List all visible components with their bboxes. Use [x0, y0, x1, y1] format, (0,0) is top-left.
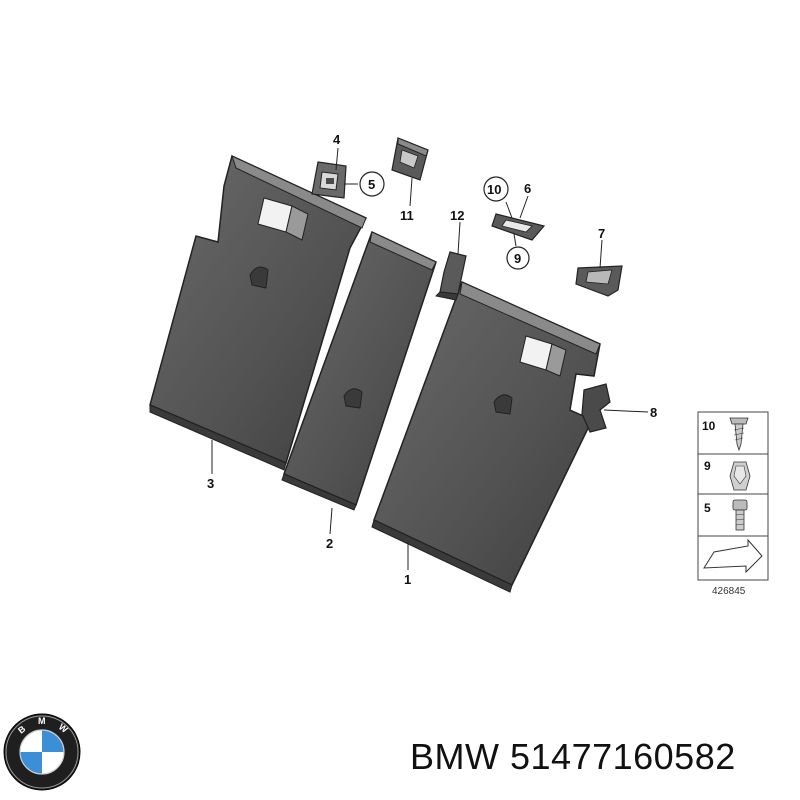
screw-icon: [729, 417, 749, 452]
part-1-right-panel: [371, 280, 601, 593]
diagram-reference-number: 426845: [712, 586, 746, 597]
part-4-bracket: [311, 161, 347, 199]
direction-arrow-icon: [703, 538, 763, 574]
callout-5-circle: [359, 171, 385, 197]
callout-5: 5: [368, 177, 375, 192]
callout-12: 12: [450, 208, 464, 223]
callout-2: 2: [326, 536, 333, 551]
part-8-end-cap: [581, 383, 611, 433]
callout-4: 4: [333, 132, 341, 147]
callout-9: 9: [514, 251, 521, 266]
legend-item-5: 5: [704, 501, 711, 515]
callout-7: 7: [598, 226, 605, 241]
svg-text:B: B: [16, 723, 28, 735]
legend-item-10: 10: [702, 419, 716, 433]
callout-10-circle: [483, 176, 509, 202]
callout-1: 1: [404, 572, 411, 587]
legend-item-9: 9: [704, 459, 711, 473]
bolt-icon: [732, 499, 748, 531]
part-7-handle-cover: [575, 265, 623, 297]
svg-text:M: M: [38, 716, 46, 726]
callout-10: 10: [487, 182, 501, 197]
part-number: 51477160582: [510, 736, 736, 777]
part-3-left-panel: [149, 154, 368, 471]
fastener-legend: 10 9 5 426845: [697, 411, 769, 597]
callout-11: 11: [400, 208, 414, 223]
clip-nut-icon: [729, 461, 751, 491]
part-caption: BMW 51477160582: [410, 736, 736, 778]
part-12-latch: [434, 251, 467, 301]
callout-9-circle: [506, 246, 530, 270]
callout-3: 3: [207, 476, 214, 491]
leader-lines: [211, 147, 649, 570]
part-2-middle-panel: [281, 230, 437, 511]
part-11-clip: [391, 137, 429, 181]
part-6-trim-cover: [491, 213, 546, 241]
brand-name: BMW: [410, 736, 500, 777]
callout-6: 6: [524, 181, 531, 196]
callout-8: 8: [650, 405, 657, 420]
bmw-logo: B M W: [3, 713, 81, 791]
